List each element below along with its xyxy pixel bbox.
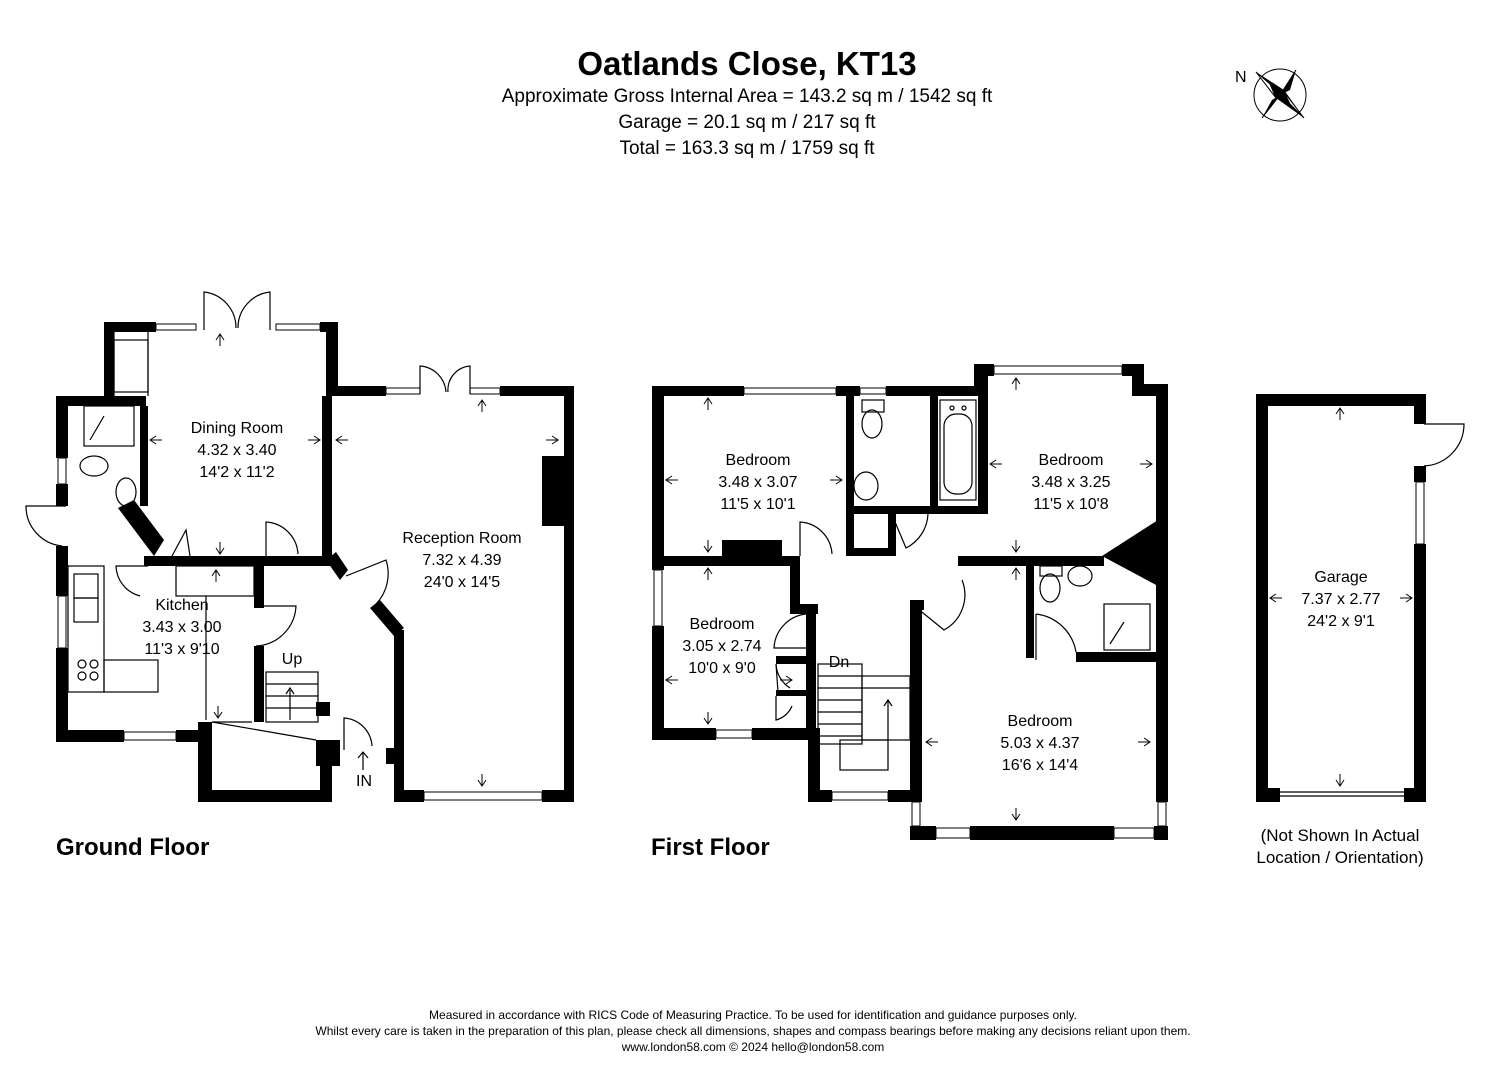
garage-note-line2: Location / Orientation) [1256, 848, 1424, 867]
ground-stairs-label: Up [282, 651, 303, 668]
bedroom-nw-metric: 3.48 x 3.07 [718, 474, 797, 491]
kitchen-name: Kitchen [155, 597, 208, 614]
room-labels: Dining Room 4.32 x 3.40 14'2 x 11'2 Rece… [142, 420, 1380, 790]
plan-footer: Measured in accordance with RICS Code of… [0, 1007, 1500, 1055]
garage-name: Garage [1314, 569, 1367, 586]
plan-title: Oatlands Close, KT13 [577, 45, 917, 82]
bedroom-ne-metric: 3.48 x 3.25 [1031, 474, 1110, 491]
total-area-text: Total = 163.3 sq m / 1759 sq ft [619, 138, 875, 159]
kitchen-imperial: 11'3 x 9'10 [144, 641, 219, 658]
kitchen-metric: 3.43 x 3.00 [142, 619, 221, 636]
bedroom-ne-imperial: 11'5 x 10'8 [1033, 496, 1108, 513]
bedroom-se-imperial: 16'6 x 14'4 [1002, 757, 1078, 774]
bedroom-nw-imperial: 11'5 x 10'1 [720, 496, 795, 513]
reception-room-imperial: 24'0 x 14'5 [424, 574, 500, 591]
bedroom-sw-metric: 3.05 x 2.74 [682, 638, 761, 655]
reception-room-name: Reception Room [402, 530, 521, 547]
bedroom-nw-name: Bedroom [726, 452, 791, 469]
bedroom-ne-name: Bedroom [1039, 452, 1104, 469]
dining-room-metric: 4.32 x 3.40 [197, 442, 276, 459]
first-floor-plan [652, 364, 1168, 840]
footer-disclaimer-line1: Measured in accordance with RICS Code of… [429, 1008, 1077, 1022]
gross-area-text: Approximate Gross Internal Area = 143.2 … [501, 86, 993, 107]
compass-north-label: N [1235, 69, 1247, 86]
plan-header: Oatlands Close, KT13 Approximate Gross I… [0, 44, 1494, 162]
entrance-label: IN [356, 773, 372, 790]
garage-plan [1256, 394, 1465, 802]
garage-metric: 7.37 x 2.77 [1301, 591, 1380, 608]
dining-room-name: Dining Room [191, 420, 283, 437]
dining-room-imperial: 14'2 x 11'2 [199, 464, 274, 481]
garage-area-text: Garage = 20.1 sq m / 217 sq ft [618, 112, 876, 133]
ground-floor-label: Ground Floor [56, 834, 210, 861]
first-stairs-label: Dn [829, 654, 849, 671]
bedroom-sw-name: Bedroom [690, 616, 755, 633]
bedroom-se-metric: 5.03 x 4.37 [1000, 735, 1079, 752]
compass-icon: N [1235, 68, 1307, 122]
bedroom-se-name: Bedroom [1008, 713, 1073, 730]
bedroom-sw-imperial: 10'0 x 9'0 [688, 660, 756, 677]
footer-contact-line: www.london58.com © 2024 hello@london58.c… [621, 1040, 885, 1054]
garage-imperial: 24'2 x 9'1 [1307, 613, 1375, 630]
reception-room-metric: 7.32 x 4.39 [422, 552, 501, 569]
footer-disclaimer-line2: Whilst every care is taken in the prepar… [315, 1024, 1191, 1038]
ground-floor-plan [25, 291, 574, 802]
first-floor-label: First Floor [651, 834, 770, 861]
garage-note-line1: (Not Shown In Actual [1260, 826, 1420, 845]
garage-location-note: (Not Shown In Actual Location / Orientat… [1220, 825, 1460, 869]
